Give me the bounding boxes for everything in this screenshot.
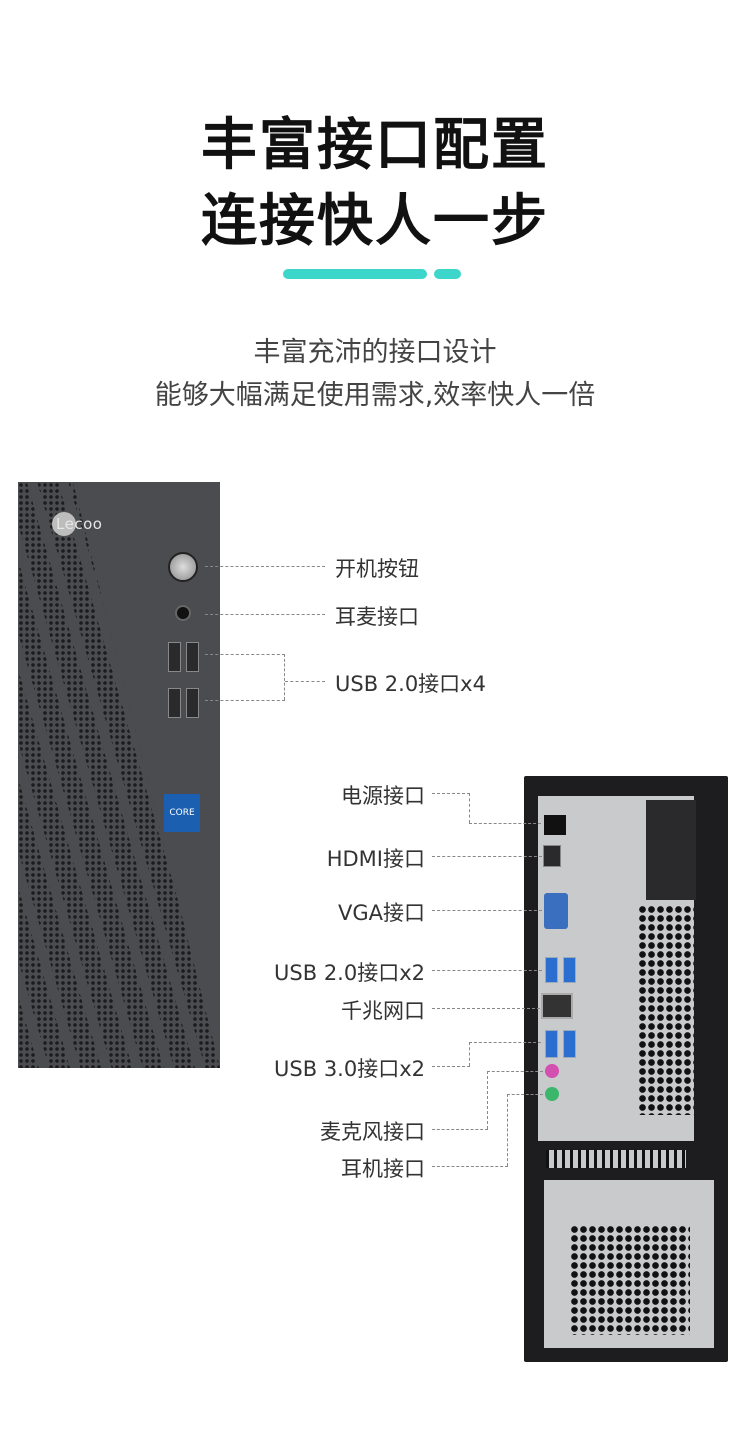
hdmi-port-icon	[543, 845, 561, 867]
headphone-jack-icon	[545, 1087, 559, 1101]
lecoo-logo: Lecoo	[56, 515, 103, 533]
label-hdmi: HDMI接口	[326, 847, 425, 871]
intel-core-badge: CORE	[164, 794, 200, 832]
usb-port-icon	[168, 688, 181, 718]
usb2-rear-icon	[563, 957, 576, 983]
label-gigabit-ethernet: 千兆网口	[341, 999, 425, 1023]
label-microphone-jack: 麦克风接口	[320, 1120, 425, 1144]
usb3-rear-icon	[545, 1030, 558, 1058]
logo-badge-icon	[52, 512, 76, 536]
headset-jack-icon	[175, 605, 191, 621]
usb-port-icon	[186, 642, 199, 672]
power-button-icon	[168, 552, 198, 582]
label-headset-jack: 耳麦接口	[335, 605, 419, 629]
mic-jack-icon	[545, 1064, 559, 1078]
label-usb2-x2: USB 2.0接口x2	[274, 961, 425, 985]
usb2-rear-icon	[545, 957, 558, 983]
vga-port-icon	[544, 893, 568, 929]
accent-bar-short	[434, 269, 461, 279]
usb3-rear-icon	[563, 1030, 576, 1058]
title-line-2: 连接快人一步	[201, 189, 549, 254]
accent-bar-long	[283, 269, 427, 279]
label-headphone-jack: 耳机接口	[341, 1157, 425, 1181]
ethernet-port-icon	[541, 993, 573, 1019]
label-usb2-x4: USB 2.0接口x4	[335, 672, 486, 696]
subtitle-line-2: 能够大幅满足使用需求,效率快人一倍	[154, 380, 596, 411]
front-case-image: Lecoo CORE	[18, 482, 220, 1068]
label-vga: VGA接口	[337, 901, 425, 925]
label-power-port: 电源接口	[341, 784, 425, 808]
usb-port-icon	[168, 642, 181, 672]
label-power-button: 开机按钮	[335, 557, 419, 581]
power-port-icon	[544, 815, 566, 835]
title-line-1: 丰富接口配置	[201, 113, 549, 178]
usb-port-icon	[186, 688, 199, 718]
subtitle-line-1: 丰富充沛的接口设计	[253, 337, 497, 368]
label-usb3-x2: USB 3.0接口x2	[274, 1057, 425, 1081]
